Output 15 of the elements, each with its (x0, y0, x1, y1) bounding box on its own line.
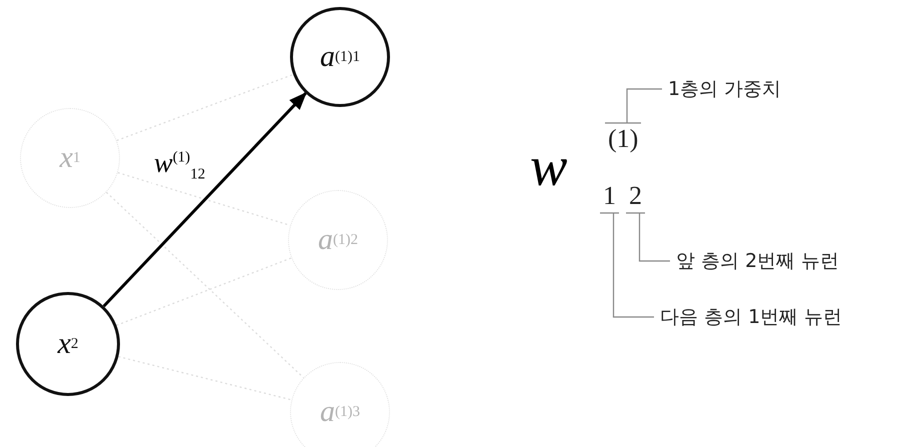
leader-line (625, 212, 671, 262)
connection-line (116, 74, 294, 142)
connection-line (106, 192, 304, 378)
index-number: 1 (603, 181, 616, 211)
leader-line (599, 212, 655, 318)
arrow (102, 92, 307, 308)
index-number: (1) (608, 124, 638, 154)
leader-line (604, 88, 663, 124)
annotation-text: 앞 층의 2번째 뉴런 (676, 248, 840, 274)
weight-symbol: w (530, 135, 568, 199)
annotation-text: 1층의 가중치 (668, 76, 782, 102)
connection-line (116, 257, 292, 326)
annotation-text: 다음 층의 1번째 뉴런 (660, 304, 842, 330)
connection-line (118, 356, 292, 400)
index-number: 2 (629, 181, 642, 211)
